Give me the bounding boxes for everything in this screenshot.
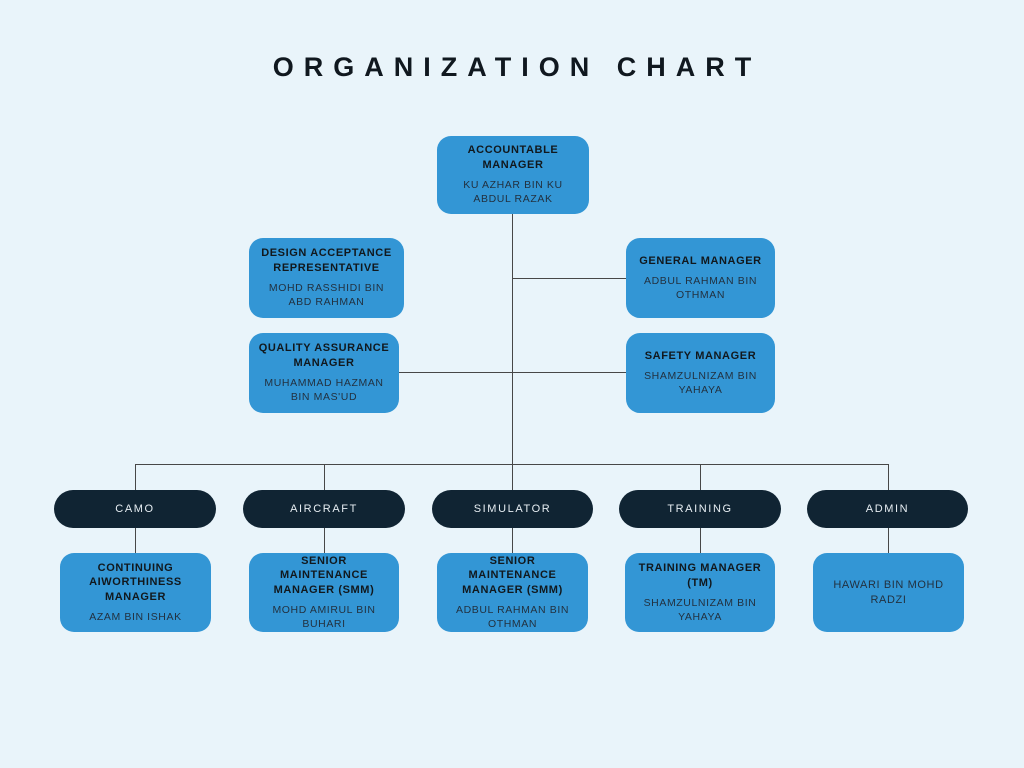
department-pill-simulator: SIMULATOR [432,490,593,528]
department-label: TRAINING [667,503,733,515]
department-label: CAMO [115,503,155,515]
connector-qa-safety-line [399,372,626,373]
node-person: MOHD RASSHIDI BIN ABD RAHMAN [268,282,385,309]
connector-admin-manager [888,528,889,553]
node-person: ADBUL RAHMAN BIN OTHMAN [643,274,758,301]
node-person: KU AZHAR BIN KU ABDUL RAZAK [463,179,563,206]
org-node-senior-maintenance-manager-simulator: SENIOR MAINTENANCE MANAGER (SMM) ADBUL R… [437,553,588,632]
connector-trunk-line [512,214,513,464]
node-title: SENIOR MAINTENANCE MANAGER (SMM) [462,554,563,597]
node-person: SHAMZULNIZAM BIN YAHAYA [643,596,757,623]
node-person: ADBUL RAHMAN BIN OTHMAN [455,604,570,631]
node-person: AZAM BIN ISHAK [89,611,182,624]
node-person: SHAMZULNIZAM BIN YAHAYA [644,369,757,396]
department-pill-camo: CAMO [54,490,216,528]
node-title: TRAINING MANAGER (TM) [638,561,762,589]
connector-drop-aircraft [324,464,325,490]
connector-training-manager [700,528,701,553]
page-title: ORGANIZATION CHART [272,52,762,82]
node-title: CONTINUING AIWORTHINESS MANAGER [89,561,182,604]
node-title: QUALITY ASSURANCE MANAGER [258,342,390,370]
connector-general-manager-line [513,278,626,279]
org-node-continuing-airworthiness-manager: CONTINUING AIWORTHINESS MANAGER AZAM BIN… [60,553,211,632]
node-title: GENERAL MANAGER [639,254,762,267]
connector-simulator-manager [512,528,513,553]
org-node-senior-maintenance-manager-aircraft: SENIOR MAINTENANCE MANAGER (SMM) MOHD AM… [249,553,399,632]
department-label: ADMIN [865,503,910,515]
org-node-safety-manager: SAFETY MANAGER SHAMZULNIZAM BIN YAHAYA [626,333,775,413]
node-title: DESIGN ACCEPTANCE REPRESENTATIVE [261,247,392,275]
department-label: SIMULATOR [473,503,552,515]
org-node-admin-manager: HAWARI BIN MOHD RADZI [813,553,964,632]
node-title: ACCOUNTABLE MANAGER [467,144,559,172]
connector-distribution-line [135,464,888,465]
department-pill-training: TRAINING [619,490,781,528]
department-label: AIRCRAFT [290,503,358,515]
org-node-general-manager: GENERAL MANAGER ADBUL RAHMAN BIN OTHMAN [626,238,775,318]
node-person: HAWARI BIN MOHD RADZI [833,578,944,606]
org-node-design-acceptance-representative: DESIGN ACCEPTANCE REPRESENTATIVE MOHD RA… [249,238,404,318]
connector-drop-simulator [512,464,513,490]
node-title: SAFETY MANAGER [644,349,757,362]
node-person: MUHAMMAD HAZMAN BIN MAS'UD [264,377,384,404]
department-pill-admin: ADMIN [807,490,968,528]
node-title: SENIOR MAINTENANCE MANAGER (SMM) [273,554,375,597]
node-person: MOHD AMIRUL BIN BUHARI [272,604,376,631]
connector-aircraft-manager [324,528,325,553]
connector-camo-manager [135,528,136,553]
org-node-quality-assurance-manager: QUALITY ASSURANCE MANAGER MUHAMMAD HAZMA… [249,333,399,413]
org-node-accountable-manager: ACCOUNTABLE MANAGER KU AZHAR BIN KU ABDU… [437,136,589,214]
connector-drop-camo [135,464,136,490]
connector-drop-admin [888,464,889,490]
connector-drop-training [700,464,701,490]
department-pill-aircraft: AIRCRAFT [243,490,405,528]
org-node-training-manager: TRAINING MANAGER (TM) SHAMZULNIZAM BIN Y… [625,553,775,632]
